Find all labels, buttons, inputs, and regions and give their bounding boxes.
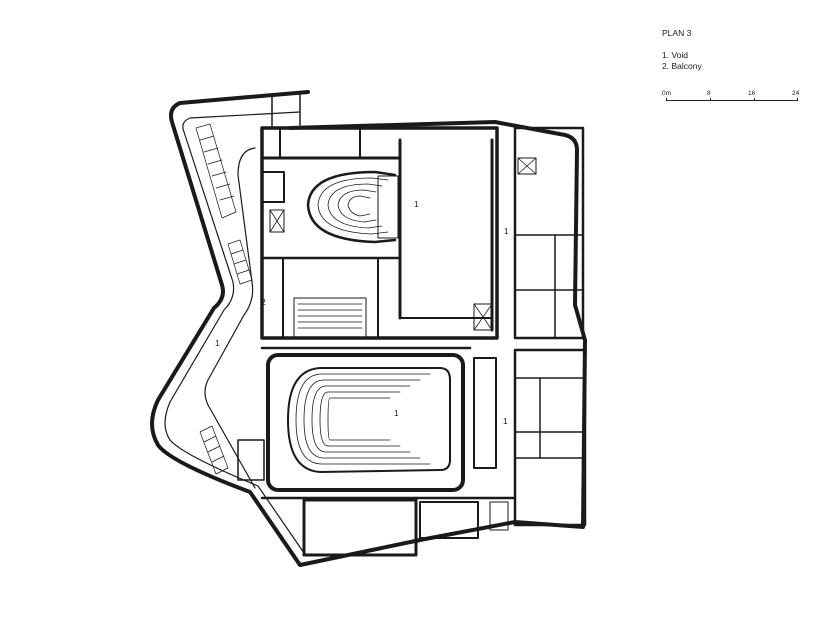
outer-envelope-wall — [150, 90, 587, 567]
scale-label-24: 24 — [792, 90, 800, 97]
east-service-upper — [513, 126, 585, 340]
main-auditorium-seating — [287, 367, 451, 473]
stair-band-north — [195, 123, 237, 219]
scale-line — [666, 100, 798, 101]
scale-bar: 0m 8 16 24 — [662, 90, 802, 110]
south-lobby-block — [302, 498, 418, 557]
curved-partition — [204, 147, 256, 489]
room-label-void: 1 — [215, 338, 220, 348]
main-auditorium-wall — [266, 353, 465, 492]
scale-tick — [710, 98, 711, 101]
east-service-lower — [513, 348, 587, 527]
legend-item-balcony: 2. Balcony — [662, 61, 702, 71]
scale-label-0: 0m — [662, 90, 672, 97]
scale-tick — [797, 98, 798, 101]
room-label-void: 1 — [394, 408, 399, 418]
scale-tick — [666, 98, 667, 101]
room-label-void: 1 — [503, 416, 508, 426]
room-label-void: 1 — [504, 226, 509, 236]
legend-item-void: 1. Void — [662, 50, 688, 60]
stair-band-south — [199, 425, 229, 475]
outer-envelope-inner — [164, 111, 305, 554]
upper-auditorium-outline — [306, 170, 397, 244]
stair-band-mid — [227, 239, 253, 285]
scale-label-8: 8 — [707, 90, 711, 97]
scale-tick — [754, 98, 755, 101]
scale-label-16: 16 — [748, 90, 756, 97]
room-label-void: 1 — [414, 199, 419, 209]
plan-title: PLAN 3 — [662, 28, 692, 38]
seating-bank — [293, 297, 367, 339]
north-block-wall — [260, 126, 499, 340]
room-label-balcony: 2 — [261, 297, 266, 307]
plan-legend: PLAN 3 1. Void 2. Balcony — [662, 28, 702, 72]
